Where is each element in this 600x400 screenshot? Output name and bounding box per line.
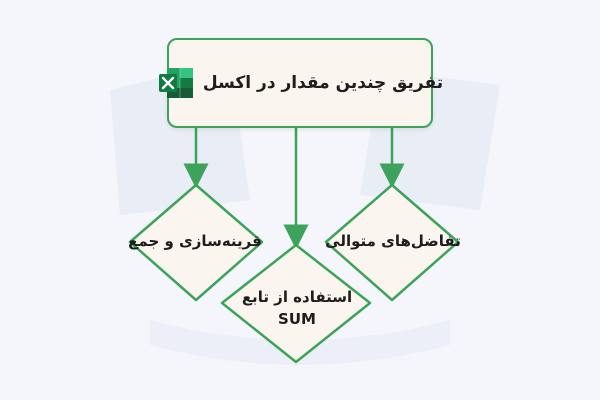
branch-label-right: تفاضل‌های متوالی	[325, 232, 461, 250]
title-box: تفریق چندین مقدار در اکسل	[158, 38, 443, 128]
diamond-left	[128, 183, 264, 302]
diamond-right	[324, 183, 460, 302]
diagram-title: تفریق چندین مقدار در اکسل	[202, 73, 444, 93]
diamond-middle	[220, 243, 372, 364]
excel-icon	[158, 68, 193, 98]
branch-label-middle-line2: SUM	[278, 310, 316, 328]
branch-label-middle-line1: استفاده از تابع	[241, 288, 353, 306]
branch-label-middle: استفاده از تابع SUM	[222, 286, 372, 330]
branch-label-left: قرینه‌سازی و جمع	[128, 232, 262, 250]
